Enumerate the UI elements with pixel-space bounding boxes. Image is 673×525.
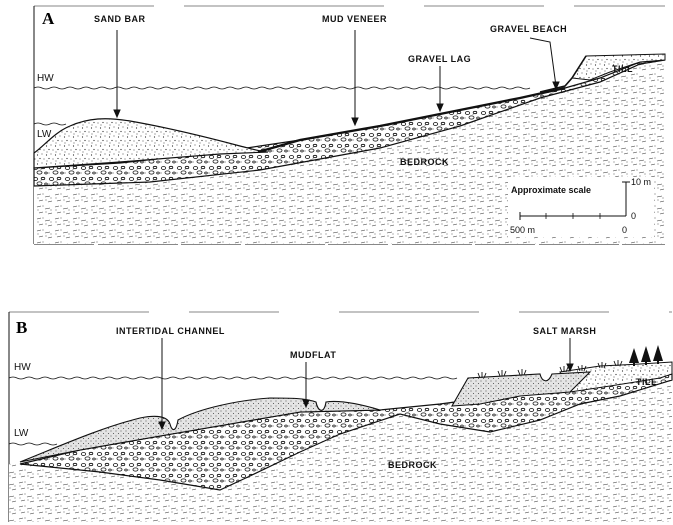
panel-a: A HW LW SAND BAR MUD VENEER GRAVEL BEACH… bbox=[34, 6, 665, 244]
hw-label-a: HW bbox=[37, 73, 54, 84]
panel-b-letter: B bbox=[16, 318, 27, 337]
scale-horizontal-zero: 0 bbox=[622, 225, 627, 235]
intertidal-channel-label: INTERTIDAL CHANNEL bbox=[116, 326, 225, 336]
gravel-lag-label: GRAVEL LAG bbox=[408, 54, 471, 64]
low-water-line-b bbox=[9, 443, 57, 445]
panel-b: B HW LW INTERTIDAL CHANNEL MUDFLAT SALT … bbox=[9, 312, 672, 522]
hw-label-b: HW bbox=[14, 362, 31, 373]
till-label-b: TILL bbox=[636, 377, 657, 387]
scale-vertical-label: 10 m bbox=[631, 177, 651, 187]
approximate-scale: Approximate scale 10 m 0 500 m 0 bbox=[508, 177, 654, 237]
mud-veneer-label: MUD VENEER bbox=[322, 14, 387, 24]
scale-title: Approximate scale bbox=[511, 185, 591, 195]
tree-icons bbox=[629, 345, 663, 366]
sand-bar-label: SAND BAR bbox=[94, 14, 146, 24]
high-water-line-a bbox=[34, 87, 530, 89]
scale-vertical-zero: 0 bbox=[631, 211, 636, 221]
lw-label-a: LW bbox=[37, 129, 52, 140]
lw-label-b: LW bbox=[14, 428, 29, 439]
bedrock-label-a: BEDROCK bbox=[400, 157, 449, 167]
high-water-line-b bbox=[9, 377, 457, 379]
panel-a-letter: A bbox=[42, 9, 55, 28]
low-water-line-a bbox=[34, 123, 66, 125]
salt-marsh-label: SALT MARSH bbox=[533, 326, 596, 336]
bedrock-label-b: BEDROCK bbox=[388, 460, 437, 470]
gravel-beach-label: GRAVEL BEACH bbox=[490, 24, 567, 34]
scale-horizontal-label: 500 m bbox=[510, 225, 535, 235]
mudflat-label: MUDFLAT bbox=[290, 350, 336, 360]
till-label-a: TILL bbox=[612, 64, 633, 74]
